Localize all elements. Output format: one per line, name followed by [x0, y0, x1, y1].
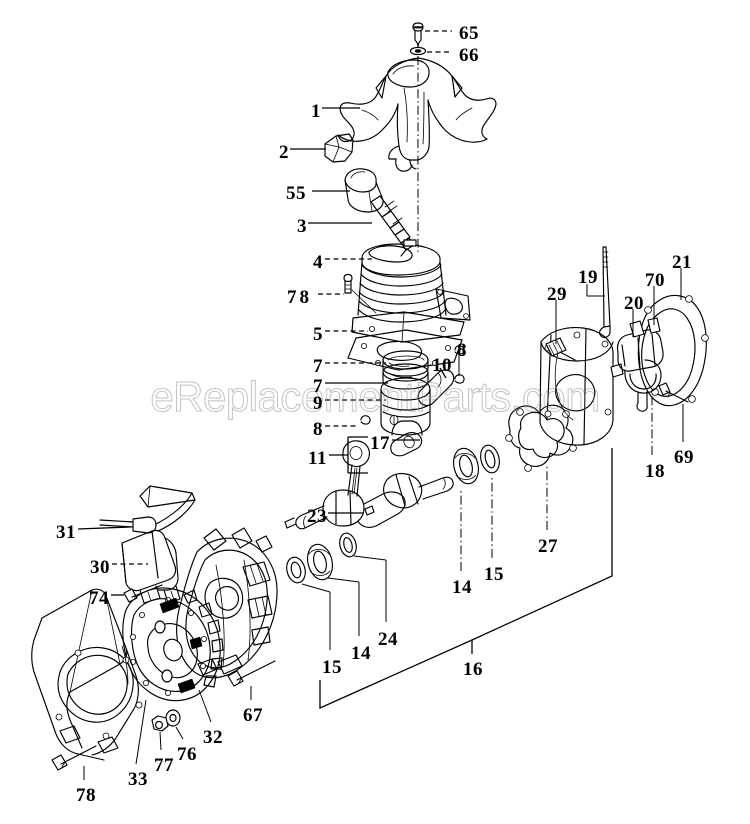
part-3-spark-plug [370, 195, 415, 257]
part-9-piston [380, 377, 431, 436]
part-21-crankcase-gasket [637, 294, 709, 407]
part-19-crankcase-bolt [599, 246, 611, 338]
callout-20: 20 [624, 293, 644, 314]
part-29-insulator-block [545, 337, 576, 361]
part-15-seal-right [480, 444, 500, 474]
callout-15-left: 15 [322, 657, 342, 678]
part-65-cover-screw [412, 22, 424, 48]
part-78-cylinder-screw-upper [343, 273, 353, 294]
part-24-oil-seal-ring [339, 532, 357, 558]
callout-77: 77 [154, 755, 174, 776]
callout-31: 31 [56, 522, 76, 543]
callout-69: 69 [674, 447, 694, 468]
callout-78-lower: 78 [76, 785, 96, 806]
callout-23: 23 [307, 506, 327, 527]
callout-67: 67 [243, 705, 263, 726]
part-66-cover-washer [409, 46, 427, 56]
callout-1: 1 [311, 101, 321, 122]
callout-17: 17 [370, 433, 390, 454]
callout-7-lower: 7 [313, 376, 323, 397]
part-8-circlip-left [360, 415, 371, 425]
callout-21: 21 [672, 252, 692, 273]
callout-66: 66 [459, 45, 479, 66]
callout-5: 5 [313, 324, 323, 345]
part-15-seal-left [286, 556, 306, 584]
callout-76: 76 [177, 744, 197, 765]
part-17-needle-bearing [390, 432, 423, 457]
part-23-crankshaft-key [364, 505, 375, 516]
callout-32: 32 [203, 727, 223, 748]
callout-11: 11 [308, 448, 327, 469]
callout-33: 33 [128, 769, 148, 790]
part-7-piston-ring-lower [382, 363, 429, 390]
part-20-intake-manifold [616, 317, 664, 412]
callout-27: 27 [538, 536, 558, 557]
part-69-manifold-screw [658, 382, 689, 403]
callout-3: 3 [297, 216, 307, 237]
part-5-cylinder-base-gasket [347, 329, 463, 371]
callout-8-right: 8 [457, 340, 467, 361]
callout-2: 2 [279, 142, 289, 163]
part-27-crankcase-gasket-inner [505, 404, 577, 472]
part-7-piston-ring-upper [382, 350, 429, 377]
callout-7-upper: 7 [313, 356, 323, 377]
part-16-crankshaft [284, 472, 454, 530]
callout-10: 10 [432, 355, 452, 376]
part-77-flywheel-nut [151, 715, 169, 732]
callout-74: 74 [89, 588, 109, 609]
callout-78-upper: 78 [287, 287, 312, 308]
callout-14-right: 14 [452, 577, 472, 598]
callout-14-left: 14 [351, 643, 371, 664]
part-4-cylinder [351, 239, 471, 343]
callout-19: 19 [578, 267, 598, 288]
callout-4: 4 [313, 252, 323, 273]
callout-9: 9 [313, 393, 323, 414]
callout-65: 65 [459, 23, 479, 44]
callout-18: 18 [645, 461, 665, 482]
part-10-piston-pin [417, 369, 455, 407]
part-14-bearing-left [306, 543, 334, 581]
part-74-coil-screw [123, 584, 163, 603]
part-55-spark-plug-boot [344, 168, 384, 213]
callout-30: 30 [90, 557, 110, 578]
part-76-flywheel-washer [165, 709, 181, 727]
part-33-engine-housing [31, 588, 143, 771]
part-1-cylinder-shroud [337, 57, 497, 172]
fan-housing [176, 527, 278, 679]
part-14-bearing-right [452, 447, 480, 485]
part-2-cover-bracket [324, 133, 354, 163]
callout-15-right: 15 [484, 564, 504, 585]
leader-lines [77, 30, 684, 780]
callout-16: 16 [463, 659, 483, 680]
part-11-connecting-rod [342, 440, 371, 497]
part-67-fan-housing-bolt [227, 660, 276, 687]
part-8-circlip-lower [454, 374, 465, 384]
callout-8-left: 8 [313, 419, 323, 440]
part-31-spark-lead-terminal [99, 485, 196, 534]
callout-24: 24 [378, 629, 398, 650]
callout-29: 29 [547, 284, 567, 305]
callout-55: 55 [286, 183, 306, 204]
callout-70: 70 [645, 270, 665, 291]
